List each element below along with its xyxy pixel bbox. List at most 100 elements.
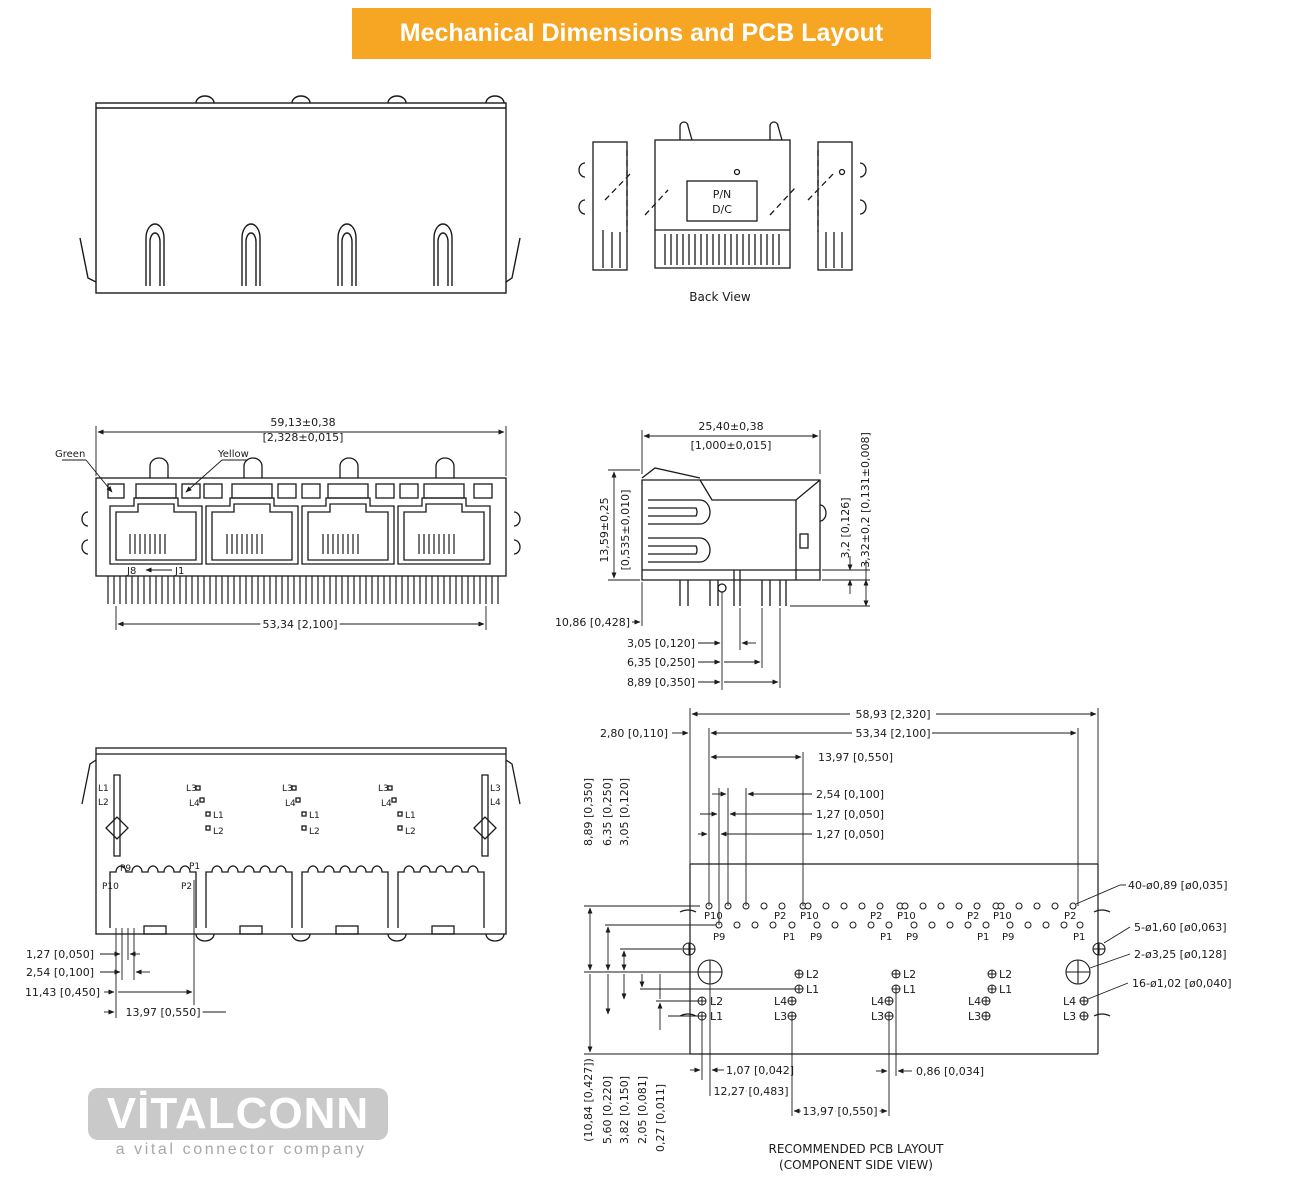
- pcb-p2-4: P2: [1064, 911, 1076, 922]
- pcb-port-pitch: 13,97 [0,550]: [818, 751, 893, 764]
- pcb-l4-d: L4: [968, 995, 981, 1008]
- bottom-dim-4: 13,97 [0,550]: [125, 1006, 200, 1019]
- pcb-dimensions: [584, 708, 1131, 1116]
- pcb-l1-d: L1: [999, 983, 1012, 996]
- pcb-p10-2: P10: [800, 911, 819, 922]
- bottom-l1-port1: L1: [213, 811, 224, 821]
- bottom-p10-label: P10: [102, 882, 119, 892]
- pcb-bot-1: 1,07 [0,042]: [726, 1064, 794, 1077]
- bottom-l1-port3: L1: [405, 811, 416, 821]
- pcb-p1-1: P1: [783, 932, 795, 943]
- pcb-b-4: 2,05 [0,081]: [636, 1076, 649, 1144]
- pcb-holes-1: 40-ø0,89 [ø0,035]: [1128, 879, 1228, 892]
- pcb-p10-4: P10: [993, 911, 1012, 922]
- pcb-p9-1: P9: [713, 932, 725, 943]
- pcb-led-labels: L2 L1 L2 L1 L4 L3 L2 L1 L4 L3 L2 L1 L4 L…: [710, 968, 1076, 1023]
- front-view-drawing: [81, 457, 521, 577]
- bottom-l3-port3: L3: [378, 784, 389, 794]
- bottom-l2-port3: L2: [405, 827, 416, 837]
- pcb-b-5: 0,27 [0,011]: [654, 1084, 667, 1152]
- front-width-mm: 59,13±0,38: [270, 416, 335, 429]
- pcb-p1-3: P1: [977, 932, 989, 943]
- pcb-p2-1: P2: [774, 911, 786, 922]
- pcb-v-3: 3,05 [0,120]: [618, 778, 631, 846]
- pcb-outline: [679, 863, 1111, 1055]
- pcb-p10-1: P10: [704, 911, 723, 922]
- pcb-l2-c: L2: [903, 968, 916, 981]
- bottom-dim-1: 1,27 [0,050]: [26, 948, 94, 961]
- bottom-l3-port2: L3: [282, 784, 293, 794]
- pcb-p2-2: P2: [870, 911, 882, 922]
- pcb-holes-3: 2-ø3,25 [ø0,128]: [1134, 948, 1227, 961]
- bottom-l4-port1: L4: [189, 799, 200, 809]
- bottom-l2-left: L2: [98, 798, 109, 808]
- side-dim-2: 3,05 [0,120]: [627, 637, 695, 650]
- bottom-l2-port1: L2: [213, 827, 224, 837]
- bottom-dim-2: 2,54 [0,100]: [26, 966, 94, 979]
- pcb-holes-2: 5-ø1,60 [ø0,063]: [1134, 921, 1227, 934]
- side-depth-in: [1,000±0,015]: [691, 439, 772, 452]
- pcb-l2-d: L2: [999, 968, 1012, 981]
- pcb-l4-e: L4: [1063, 995, 1076, 1008]
- pcb-l1-b: L1: [806, 983, 819, 996]
- front-view-contacts: [129, 534, 455, 554]
- pcb-pitch-127b: 1,27 [0,050]: [816, 828, 884, 841]
- back-view-label: Back View: [689, 290, 751, 304]
- pcb-l1-a: L1: [710, 1010, 723, 1023]
- back-view-pn: P/N: [713, 188, 732, 201]
- pcb-bot-3: 13,97 [0,550]: [802, 1105, 877, 1118]
- pin-j1-label: J1: [174, 566, 184, 577]
- pcb-b-2: 5,60 [0,220]: [601, 1076, 614, 1144]
- bottom-p9-label: P9: [120, 864, 131, 874]
- pcb-l2-b: L2: [806, 968, 819, 981]
- pcb-signal-holes: [705, 902, 1084, 929]
- pcb-p1-2: P1: [880, 932, 892, 943]
- pcb-left-offset: 2,80 [0,110]: [600, 727, 668, 740]
- pcb-led-holes: [697, 969, 1089, 1021]
- bottom-l1-left: L1: [98, 784, 109, 794]
- side-depth-mm: 25,40±0,38: [698, 420, 763, 433]
- pcb-l3-d: L3: [968, 1010, 981, 1023]
- logo-wordmark: VİTALCONN: [88, 1088, 388, 1140]
- pin-j8-label: J8: [126, 566, 136, 577]
- bottom-l3-right: L3: [490, 784, 501, 794]
- pcb-v-2: 6,35 [0,250]: [601, 778, 614, 846]
- pcb-l4-c: L4: [871, 995, 884, 1008]
- bottom-view-drawing: [81, 747, 521, 942]
- pcb-p2-3: P2: [967, 911, 979, 922]
- front-view-dimensions: [62, 426, 507, 630]
- logo-tagline: a vital connector company: [115, 1141, 367, 1158]
- bottom-view-dimensions: [100, 880, 226, 1018]
- bottom-p1-label: P1: [189, 862, 200, 872]
- front-view-pins: [107, 576, 499, 604]
- pcb-top-1: 58,93 [2,320]: [855, 708, 930, 721]
- pcb-caption-2: (COMPONENT SIDE VIEW): [779, 1158, 933, 1172]
- pcb-v-1: 8,89 [0,350]: [582, 778, 595, 846]
- side-dim-3: 6,35 [0,250]: [627, 656, 695, 669]
- led-green-label: Green: [55, 449, 85, 460]
- pcb-bot-4: 0,86 [0,034]: [916, 1065, 984, 1078]
- bottom-l4-right: L4: [490, 798, 501, 808]
- bottom-p2-label: P2: [181, 882, 192, 892]
- bottom-l1-port2: L1: [309, 811, 320, 821]
- pcb-p9-3: P9: [906, 932, 918, 943]
- front-pitch-label: 53,34 [2,100]: [262, 618, 337, 631]
- back-view-dc: D/C: [712, 203, 732, 216]
- company-logo: VİTALCONN a vital connector company: [88, 1088, 388, 1158]
- bottom-l3-port1: L3: [186, 784, 197, 794]
- pcb-l4-b: L4: [774, 995, 787, 1008]
- side-standoff: 3,2 [0,126]: [839, 497, 852, 558]
- back-view-drawing: [578, 121, 867, 271]
- pcb-b-1: (10,84 [0,427]): [582, 1058, 595, 1142]
- pcb-l3-c: L3: [871, 1010, 884, 1023]
- pcb-l2-a: L2: [710, 995, 723, 1008]
- pcb-pin-labels: P10 P9 P2 P1 P10 P9 P2 P1 P10 P9 P2 P1 P…: [704, 911, 1085, 943]
- side-dim-1: 10,86 [0,428]: [555, 616, 630, 629]
- side-height-mm: 13,59±0,25: [598, 497, 611, 562]
- pcb-b-3: 3,82 [0,150]: [618, 1076, 631, 1144]
- led-yellow-label: Yellow: [217, 449, 249, 460]
- pcb-l3-e: L3: [1063, 1010, 1076, 1023]
- side-view-dimensions: [608, 430, 870, 690]
- bottom-l4-port3: L4: [381, 799, 392, 809]
